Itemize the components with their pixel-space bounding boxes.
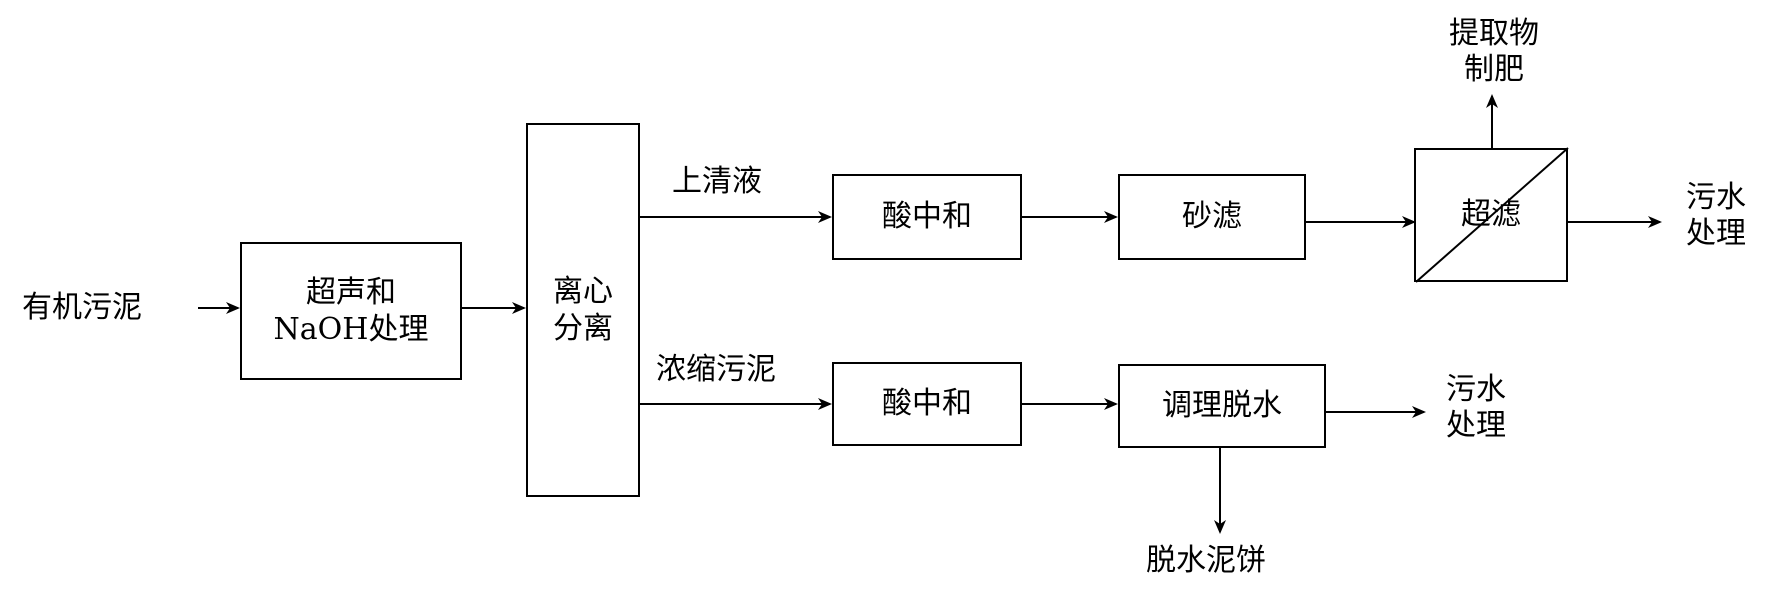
lower-neutralize-box: 酸中和 bbox=[832, 362, 1022, 446]
thickened-sludge-label: 浓缩污泥 bbox=[656, 352, 776, 387]
sand-filter-box: 砂滤 bbox=[1118, 174, 1306, 260]
extract-label-line1: 提取物 bbox=[1449, 16, 1539, 51]
lower-outlet-line2: 处理 bbox=[1446, 408, 1506, 443]
extract-label-line2: 制肥 bbox=[1464, 52, 1524, 87]
ultrafilter-box: 超滤 bbox=[1414, 148, 1568, 282]
pretreatment-label-line1: 超声和 bbox=[306, 274, 396, 310]
sand-filter-label: 砂滤 bbox=[1182, 199, 1242, 235]
lower-outlet-label: 污水 处理 bbox=[1436, 372, 1516, 444]
dewatered-cake-label: 脱水泥饼 bbox=[1146, 543, 1266, 578]
dewater-box: 调理脱水 bbox=[1118, 364, 1326, 448]
supernatant-label: 上清液 bbox=[672, 164, 762, 199]
pretreatment-label-line2: NaOH处理 bbox=[273, 312, 429, 347]
upper-neutralize-box: 酸中和 bbox=[832, 174, 1022, 260]
upper-outlet-line2: 处理 bbox=[1686, 216, 1746, 251]
centrifuge-label-line1: 离心 bbox=[553, 273, 613, 309]
centrifuge-label-line2: 分离 bbox=[553, 311, 613, 346]
pretreatment-box: 超声和 NaOH处理 bbox=[240, 242, 462, 380]
ultrafilter-label: 超滤 bbox=[1461, 197, 1521, 233]
centrifuge-box: 离心 分离 bbox=[526, 123, 640, 497]
upper-outlet-label: 污水 处理 bbox=[1676, 180, 1756, 252]
input-label: 有机污泥 bbox=[22, 290, 142, 325]
ultrafilter-membrane-line bbox=[1415, 147, 1569, 283]
lower-outlet-line1: 污水 bbox=[1446, 372, 1506, 407]
extract-label: 提取物 制肥 bbox=[1432, 16, 1556, 88]
upper-outlet-line1: 污水 bbox=[1686, 180, 1746, 215]
lower-neutralize-label: 酸中和 bbox=[882, 386, 972, 422]
dewater-label: 调理脱水 bbox=[1162, 388, 1282, 424]
upper-neutralize-label: 酸中和 bbox=[882, 199, 972, 235]
